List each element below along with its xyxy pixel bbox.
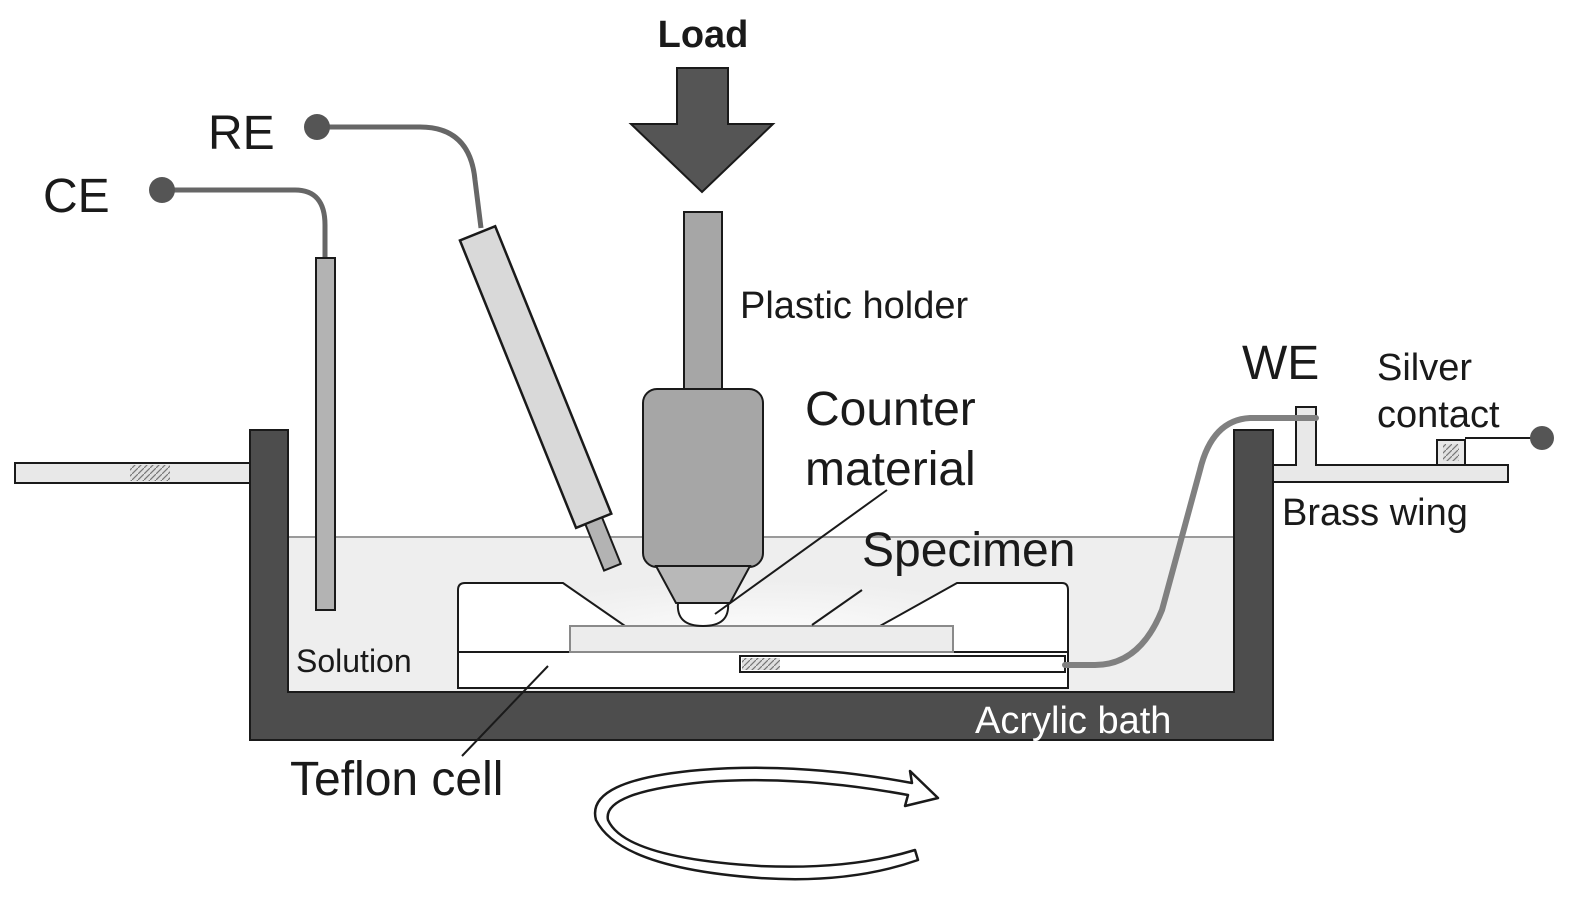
re-wire	[317, 124, 484, 229]
silver-contact-hatch	[1443, 444, 1459, 461]
teflon-cell-label: Teflon cell	[290, 753, 503, 806]
teflon-cell-leader	[461, 665, 549, 757]
specimen-leader	[811, 589, 863, 626]
ce-wire	[162, 187, 328, 258]
we-terminal	[1530, 426, 1554, 450]
specimen	[569, 625, 954, 653]
acrylic-bath	[249, 429, 1274, 741]
ce-electrode	[315, 257, 336, 611]
re-electrode	[458, 224, 623, 572]
specimen-lead-hatch	[742, 658, 780, 670]
counter-material-label-line2: material	[805, 443, 976, 496]
silver-contact-label-line2: contact	[1377, 394, 1500, 436]
ce-label: CE	[43, 170, 110, 223]
we-wire	[1062, 415, 1319, 668]
brass-wing	[1272, 406, 1509, 483]
counter-material-leader	[714, 489, 888, 615]
load-arrow	[628, 67, 776, 194]
counter-material-ball	[676, 602, 730, 628]
ce-terminal	[149, 177, 175, 203]
plastic-holder-rod	[683, 211, 723, 391]
we-label: WE	[1242, 337, 1319, 390]
counter-material-label-line1: Counter	[805, 383, 976, 436]
specimen-lead	[739, 655, 1066, 673]
rotation-arrow	[593, 766, 940, 881]
load-label: Load	[658, 14, 749, 56]
re-label: RE	[208, 107, 275, 160]
plastic-holder-body	[642, 388, 764, 568]
acrylic-bath-label: Acrylic bath	[975, 700, 1171, 742]
brass-wing-label: Brass wing	[1282, 492, 1468, 534]
silver-contact-label-line1: Silver	[1377, 347, 1472, 389]
solution-label: Solution	[296, 643, 412, 679]
plastic-holder-label: Plastic holder	[740, 285, 968, 327]
left-arm-hatch	[130, 465, 170, 481]
re-terminal	[304, 114, 330, 140]
specimen-label: Specimen	[862, 524, 1075, 577]
